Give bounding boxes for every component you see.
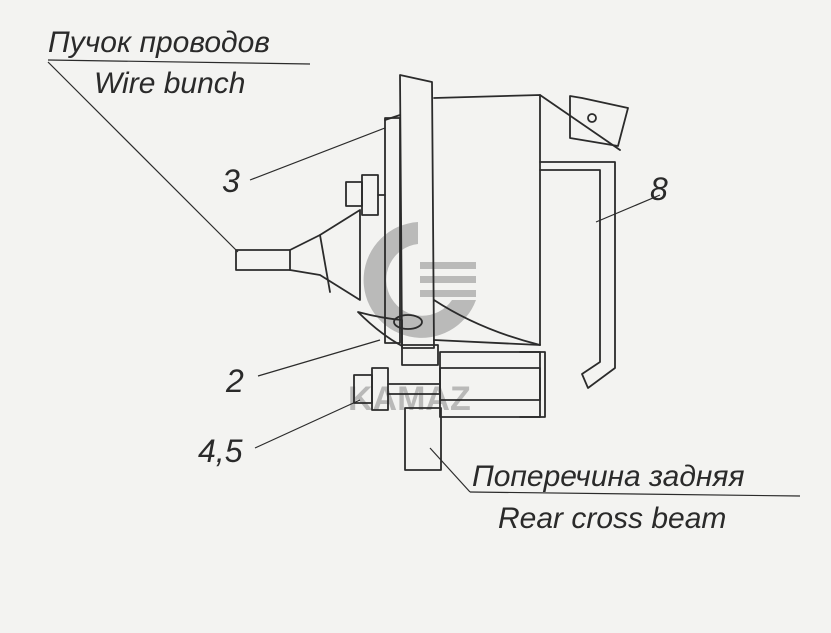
lower-bolt	[353, 351, 546, 418]
rear-cross-beam	[401, 344, 442, 471]
mounting-bracket	[384, 74, 435, 349]
item-8-label: 8	[650, 171, 668, 207]
lamp-housing	[433, 94, 629, 389]
item-3-label: 3	[222, 163, 240, 199]
item-2-label: 2	[225, 363, 244, 399]
callout-lines	[47, 59, 801, 497]
watermark-text: KAMAZ	[348, 380, 471, 418]
gasket-seal	[357, 311, 423, 347]
wire-grommet	[235, 209, 361, 301]
top-nut	[345, 174, 386, 216]
wire-bunch-label-en: Wire bunch	[94, 67, 245, 100]
item-4-5-label: 4,5	[198, 433, 243, 469]
rear-cross-beam-label-ru: Поперечина задняя	[472, 460, 744, 493]
rear-cross-beam-label-en: Rear cross beam	[498, 502, 726, 535]
wire-bunch-label-ru: Пучок проводов	[48, 26, 270, 59]
